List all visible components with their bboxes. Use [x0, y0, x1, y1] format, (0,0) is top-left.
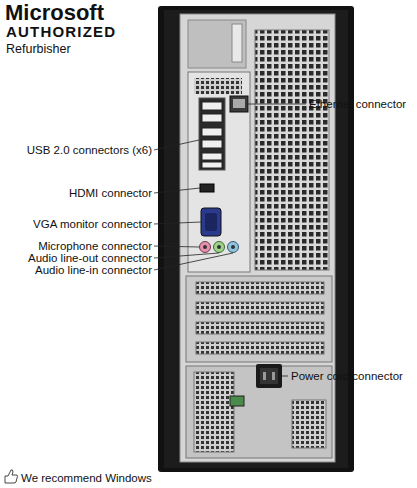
- port-label: Power cord connector: [291, 370, 403, 383]
- port-label: Audio line-out connector: [28, 252, 152, 265]
- port-label: VGA monitor connector: [33, 218, 152, 231]
- port-label: USB 2.0 connectors (x6): [27, 144, 152, 157]
- port-label: HDMI connector: [69, 187, 152, 200]
- port-label: Microphone connector: [38, 240, 152, 253]
- brand-name: Microsoft: [5, 0, 104, 25]
- brand-subtitle: Refurbisher: [6, 42, 71, 56]
- port-label: Audio line-in connector: [35, 264, 152, 277]
- brand-badge: AUTHORIZED: [6, 23, 116, 40]
- port-label: Ethernet connector: [309, 98, 406, 111]
- footer-note: We recommend Windows: [21, 472, 152, 485]
